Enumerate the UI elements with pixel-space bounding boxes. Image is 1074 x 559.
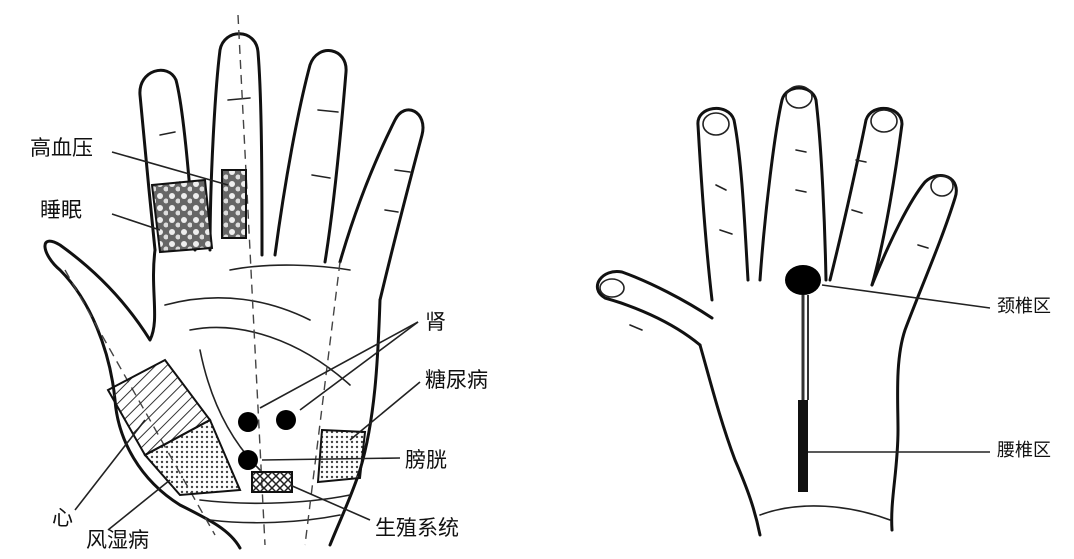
label-bladder: 膀胱 [405,450,447,471]
label-cervical: 颈椎区 [997,298,1051,316]
left-leader-lines [75,152,420,530]
label-hypertension: 高血压 [30,138,93,159]
reproductive-zone [252,472,292,492]
cervical-point [785,265,821,295]
label-kidney: 肾 [425,312,446,333]
label-reproductive: 生殖系统 [375,518,459,539]
label-diabetes: 糖尿病 [425,370,488,391]
sleep-zone [152,180,212,252]
right-hand-outline [597,86,956,535]
lumbar-bar [798,400,808,492]
label-heart: 心 [52,508,73,529]
label-rheumatism: 风湿病 [86,530,149,551]
label-lumbar: 腰椎区 [997,442,1051,460]
right-spine-marks [785,265,990,492]
diabetes-zone [318,430,365,482]
kidney-point-left [238,412,258,432]
hypertension-zone [222,170,246,238]
bladder-point [238,450,258,470]
left-palm-outline [45,34,423,548]
kidney-point-right [276,410,296,430]
label-sleep: 睡眠 [40,200,82,221]
